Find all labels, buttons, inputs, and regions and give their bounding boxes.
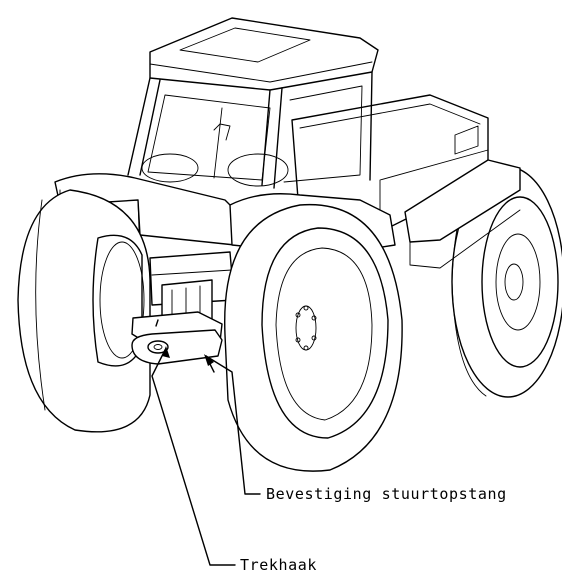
leader-lines [151,346,261,566]
label-hitch: Trekhaak [240,556,317,572]
mount-leader-line [205,355,261,495]
tractor-illustration [17,17,562,472]
label-mount: Bevestiging stuurtopstang [266,485,507,503]
hitch-leader-line [151,349,236,566]
cab [127,17,379,189]
right-rear-wheel [224,203,403,472]
mount-arrowhead [204,354,214,366]
hitch-arrowhead [162,346,170,358]
hitch-assembly [131,279,223,365]
left-rear-wheel [17,189,151,433]
